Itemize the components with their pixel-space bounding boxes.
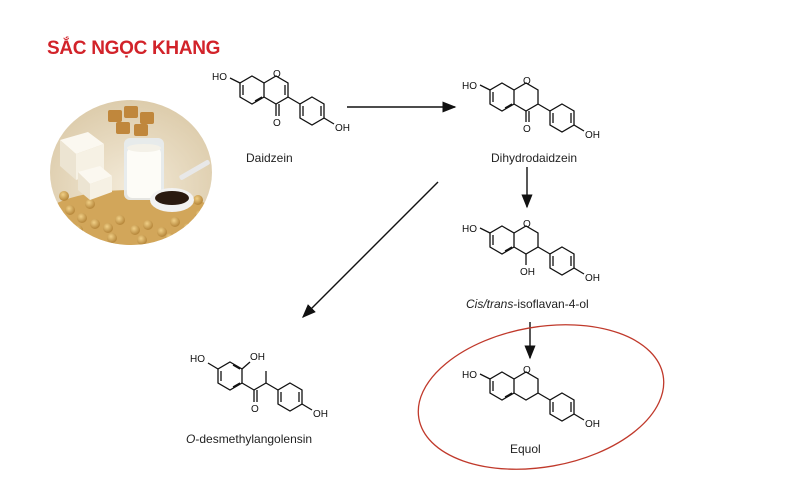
odma-structure — [207, 361, 313, 412]
daidzein-oh-label: OH — [335, 123, 350, 134]
dihydrodaidzein-o-ring-label: O — [523, 76, 531, 87]
odma-oh-ortho-label: OH — [250, 352, 265, 363]
equol-highlight-ring — [417, 324, 665, 470]
dihydrodaidzein-structure — [479, 82, 585, 133]
equol-structure — [479, 371, 585, 422]
daidzein-structure — [229, 75, 335, 126]
odma-label-prefix: O — [186, 432, 196, 446]
odma-oh-label: OH — [313, 409, 328, 420]
dihydrodaidzein-ho-label: HO — [462, 81, 477, 92]
isoflavanol-ho-label: HO — [462, 224, 477, 235]
equol-ho-label: HO — [462, 370, 477, 381]
equol-label: Equol — [510, 442, 541, 456]
odma-o-keto-label: O — [251, 404, 259, 415]
brand-logo: SẮC NGỌC KHANG — [47, 38, 221, 59]
isoflavanol-oh-ring-label: OH — [520, 267, 535, 278]
daidzein-o-keto-label: O — [273, 118, 281, 129]
dihydrodaidzein-label: Dihydrodaidzein — [491, 151, 578, 165]
daidzein-label: Daidzein — [246, 151, 293, 165]
daidzein-o-ring-label: O — [273, 69, 281, 80]
isoflavanol-label-prefix: Cis/trans — [466, 297, 514, 311]
dihydrodaidzein-oh-label: OH — [585, 130, 600, 141]
equol-o-ring-label: O — [523, 365, 531, 376]
daidzein-ho-label: HO — [212, 72, 227, 83]
dihydrodaidzein-o-keto-label: O — [523, 124, 531, 135]
isoflavanol-oh-label: OH — [585, 273, 600, 284]
isoflavanol-structure — [479, 225, 585, 276]
odma-ho-label: HO — [190, 354, 205, 365]
equol-oh-label: OH — [585, 419, 600, 430]
odma-label-suffix: -desmethylangolensin — [195, 432, 313, 446]
isoflavanol-label-suffix: -isoflavan-4-ol — [513, 297, 589, 311]
odma-label: O-desmethylangolensin — [186, 432, 312, 446]
arrow-dihydrodaidzein-to-odma — [302, 181, 439, 318]
isoflavanol-label: Cis/trans-isoflavan-4-ol — [466, 297, 589, 311]
isoflavanol-o-ring-label: O — [523, 219, 531, 230]
